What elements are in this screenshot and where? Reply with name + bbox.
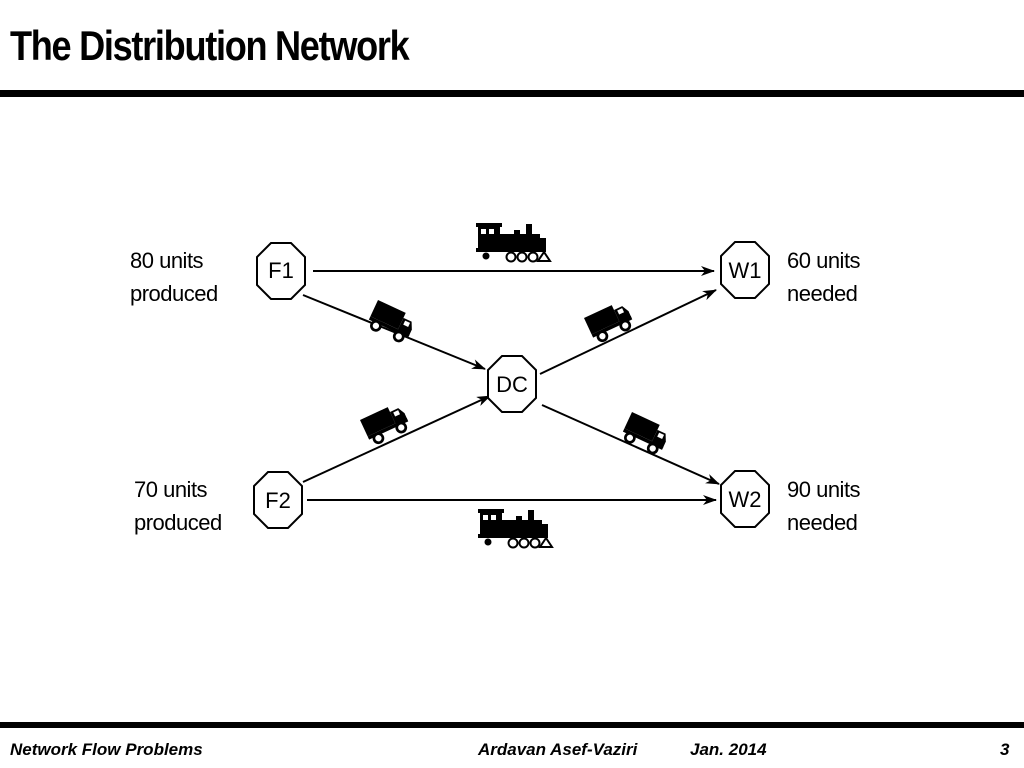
footer-author: Ardavan Asef-Vaziri — [478, 740, 638, 759]
train-icon — [475, 222, 551, 263]
edge-dc-w1 — [539, 289, 717, 375]
footer-page-number: 3 — [1000, 740, 1010, 759]
f2-supply-label: 70 units produced — [134, 473, 222, 539]
f1-supply-line2: produced — [130, 281, 218, 306]
f1-supply-line1: 80 units — [130, 248, 204, 273]
node-w2: W2 — [720, 470, 770, 528]
node-f1: F1 — [256, 242, 306, 300]
node-f1-label: F1 — [268, 258, 294, 283]
page-title: The Distribution Network — [10, 22, 410, 69]
edge-dc-w2 — [541, 404, 720, 485]
node-dc-label: DC — [496, 372, 528, 397]
node-w1-label: W1 — [729, 258, 762, 283]
w2-demand-line2: needed — [787, 510, 858, 535]
edge-f1-dc — [302, 294, 486, 370]
w1-demand-line2: needed — [787, 281, 858, 306]
footer-course-title: Network Flow Problems — [10, 740, 203, 759]
node-dc: DC — [487, 355, 537, 413]
node-w2-label: W2 — [729, 487, 762, 512]
f2-supply-line1: 70 units — [134, 477, 208, 502]
w2-demand-label: 90 units needed — [787, 473, 861, 539]
f1-supply-label: 80 units produced — [130, 244, 218, 310]
footer-divider — [0, 722, 1024, 728]
f2-supply-line2: produced — [134, 510, 222, 535]
w2-demand-line1: 90 units — [787, 477, 861, 502]
node-f2: F2 — [253, 471, 303, 529]
w1-demand-line1: 60 units — [787, 248, 861, 273]
truck-icon — [618, 410, 673, 458]
truck-icon — [582, 298, 637, 346]
footer-date: Jan. 2014 — [690, 740, 767, 759]
node-f2-label: F2 — [265, 488, 291, 513]
truck-icon — [358, 400, 413, 448]
title-divider — [0, 90, 1024, 97]
train-icon — [477, 508, 553, 549]
node-w1: W1 — [720, 241, 770, 299]
w1-demand-label: 60 units needed — [787, 244, 861, 310]
edge-f2-dc — [302, 395, 491, 483]
